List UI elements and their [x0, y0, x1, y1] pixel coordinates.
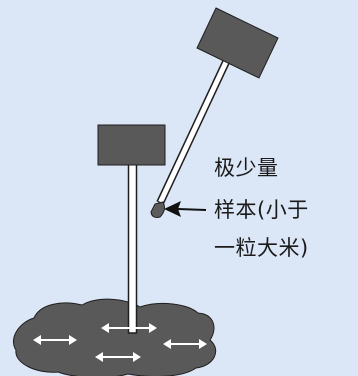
callout-arrow-head — [164, 201, 181, 217]
annotation-line-1: 极少量 — [214, 156, 279, 180]
tilted-probe-handle — [196, 7, 279, 79]
tilted-probe-shaft — [158, 60, 229, 204]
double-arrow-icon — [33, 335, 77, 345]
sample-pile — [12, 298, 217, 376]
callout-arrow-line — [177, 208, 207, 211]
pile-arrows — [33, 323, 207, 362]
upright-probe-shaft — [127, 162, 138, 334]
double-arrow-icon — [95, 352, 141, 362]
upright-probe-handle — [97, 124, 166, 166]
double-arrow-icon — [101, 323, 157, 333]
annotation-line-2: 样本(小于 — [214, 198, 309, 222]
tilted-probe-sample-tip — [150, 201, 165, 218]
double-arrow-icon — [163, 339, 207, 349]
annotation-line-3: 一粒大米) — [214, 236, 309, 260]
